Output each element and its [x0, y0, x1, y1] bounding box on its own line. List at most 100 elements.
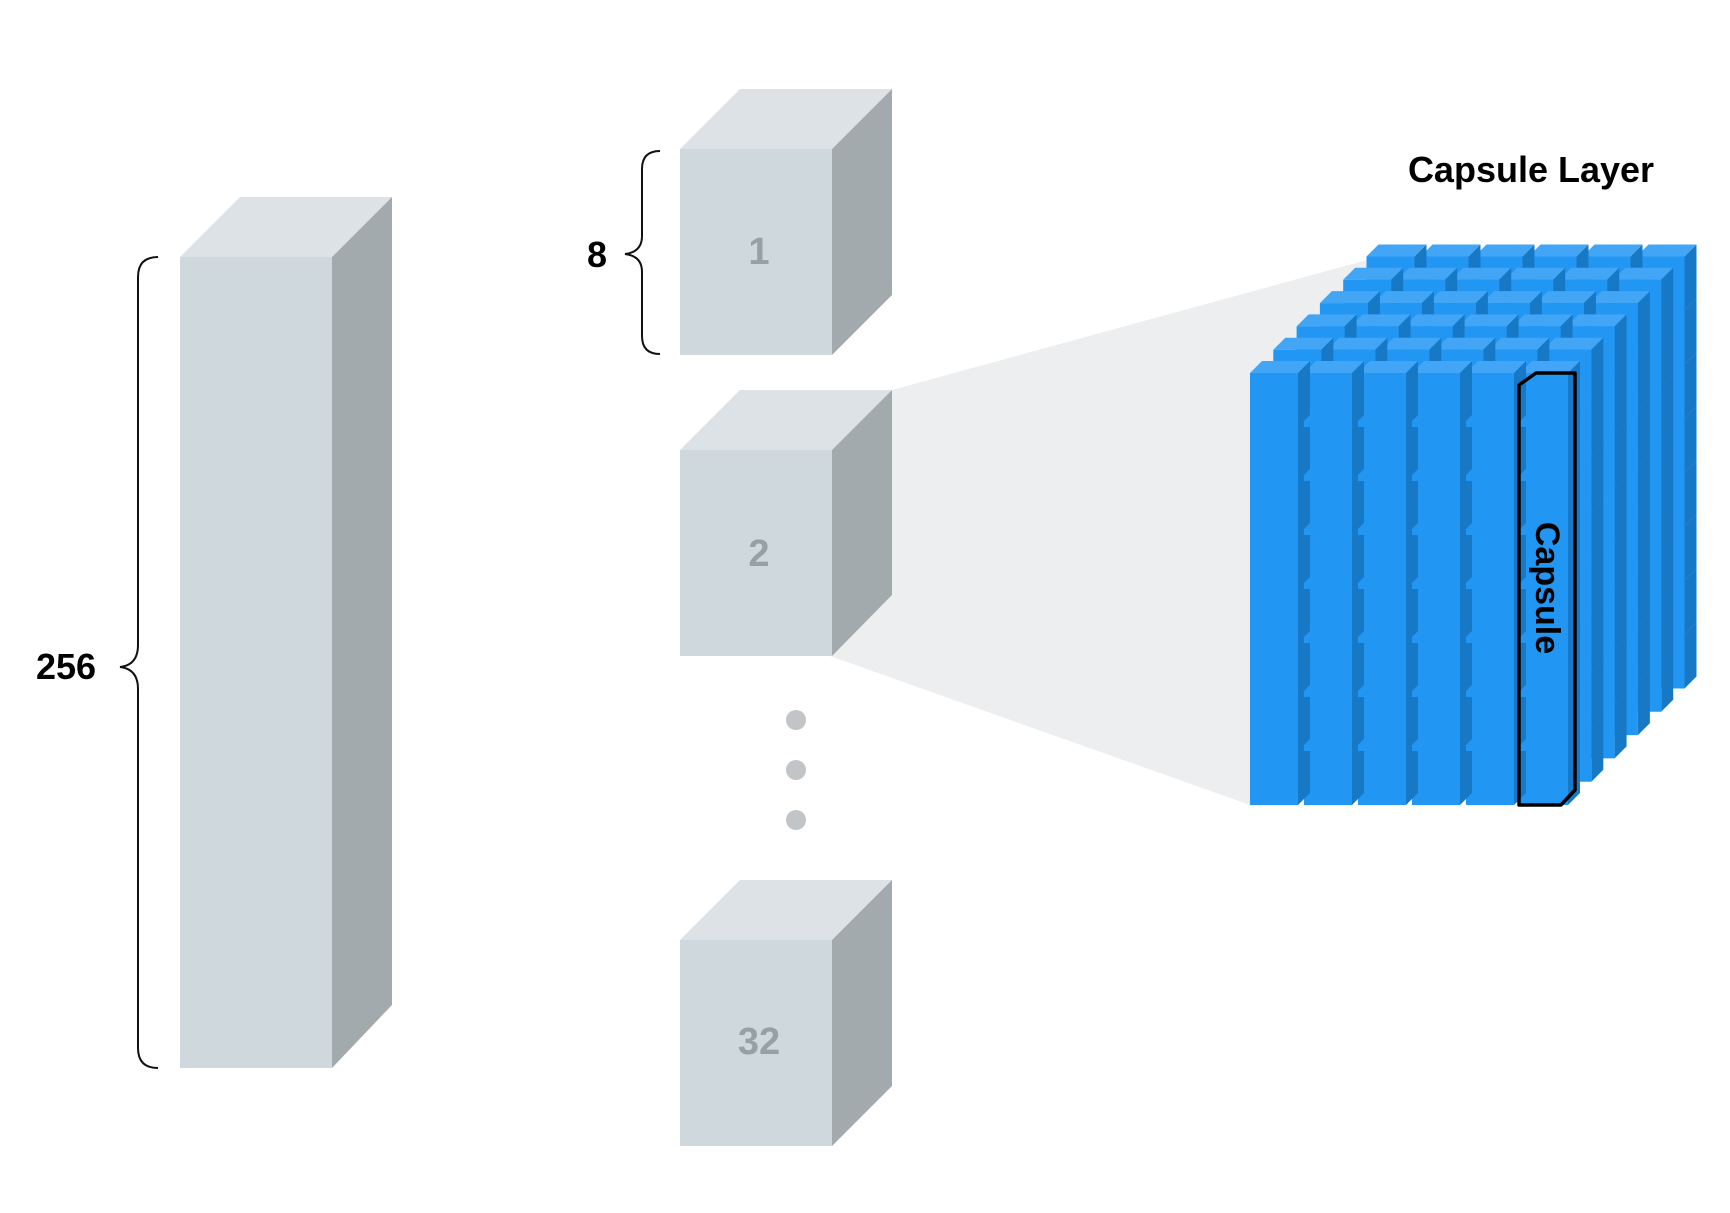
cube-top [1343, 267, 1404, 280]
cube-side [1637, 399, 1650, 466]
cube-top [1319, 291, 1380, 304]
capsule-label: Capsule [1528, 522, 1566, 654]
cube-top [1528, 244, 1589, 257]
cube-side [1591, 715, 1604, 782]
cube-side [1661, 429, 1674, 496]
cube-top [1512, 314, 1573, 327]
cube-top [1350, 314, 1411, 327]
cube-side [1460, 577, 1472, 643]
cube-side [1460, 415, 1472, 481]
cube-front [1304, 373, 1352, 427]
cube-side [1637, 615, 1650, 682]
cube-front [1412, 643, 1460, 697]
cube-front [1304, 643, 1352, 697]
cube-side [1298, 523, 1310, 589]
brace-8 [624, 150, 661, 355]
cube-side [1684, 352, 1697, 419]
cube-side [1406, 415, 1418, 481]
cube-top [1404, 314, 1465, 327]
cube-side [1637, 669, 1650, 736]
cube-front [1520, 751, 1568, 805]
ellipsis-dot [786, 710, 806, 730]
cube-front [1520, 535, 1568, 589]
block-1-label: 1 [748, 231, 769, 273]
cube-front [1358, 427, 1406, 481]
block-1-side [832, 89, 892, 355]
cube-side [1460, 469, 1472, 535]
cube-side [1684, 406, 1697, 473]
cube-front [1520, 481, 1568, 535]
cube-front [1520, 427, 1568, 481]
tall-block-side [332, 197, 392, 1068]
cube-side [1637, 345, 1650, 412]
cube-top [1273, 337, 1334, 350]
cube-front [1412, 535, 1460, 589]
capsule-cube [1412, 361, 1472, 427]
cube-side [1460, 523, 1472, 589]
block-2-label: 2 [748, 533, 769, 575]
block-1-front [680, 149, 832, 355]
cube-side [1684, 568, 1697, 635]
cube-side [1298, 739, 1310, 805]
cube-front [1250, 697, 1298, 751]
capsule-column-outline [1517, 371, 1577, 807]
cube-side [1591, 445, 1604, 512]
cube-side [1591, 607, 1604, 674]
cube-side [1661, 375, 1674, 442]
cube-front [1358, 373, 1406, 427]
cube-side [1406, 685, 1418, 751]
cube-top [1481, 291, 1542, 304]
cube-top [1412, 361, 1472, 373]
cube-front [1412, 697, 1460, 751]
cube-top [1613, 267, 1674, 280]
cube-top [1474, 244, 1535, 257]
label-8: 8 [587, 234, 607, 275]
cube-top [1589, 291, 1650, 304]
cube-side [1614, 692, 1627, 759]
cube-side [1637, 453, 1650, 520]
ellipsis-dot [786, 810, 806, 830]
cube-top [1427, 291, 1488, 304]
cube-side [1352, 415, 1364, 481]
cube-side [1298, 361, 1310, 427]
capsule-cube [1304, 361, 1364, 427]
cube-top [1435, 337, 1496, 350]
cube-top [1566, 314, 1627, 327]
block-32-front [680, 940, 832, 1146]
cube-side [1352, 685, 1364, 751]
primary-block-32: 32 [680, 880, 892, 1146]
cube-side [1460, 361, 1472, 427]
cube-front [1412, 481, 1460, 535]
cube-side [1298, 469, 1310, 535]
cube-side [1352, 361, 1364, 427]
cube-layer [1250, 361, 1580, 805]
cube-side [1591, 499, 1604, 566]
cube-side [1352, 739, 1364, 805]
cube-top [1327, 337, 1388, 350]
cube-side [1661, 591, 1674, 658]
brace-256 [119, 256, 159, 1069]
cube-top [1489, 337, 1550, 350]
cube-front [1250, 373, 1298, 427]
cube-side [1684, 244, 1697, 311]
cube-front [1358, 643, 1406, 697]
cube-front [1466, 427, 1514, 481]
cube-side [1406, 361, 1418, 427]
cube-front [1304, 427, 1352, 481]
block-2-front [680, 450, 832, 656]
cube-front [1466, 751, 1514, 805]
cube-side [1298, 631, 1310, 697]
capsule-cube [1520, 361, 1580, 427]
cube-side [1637, 291, 1650, 358]
cube-side [1298, 577, 1310, 643]
cube-front [1466, 535, 1514, 589]
cube-front [1520, 373, 1568, 427]
cube-side [1684, 514, 1697, 581]
cube-top [1381, 337, 1442, 350]
cube-side [1591, 661, 1604, 728]
cube-side [1406, 469, 1418, 535]
tall-block-top [180, 197, 392, 257]
cube-side [1352, 523, 1364, 589]
